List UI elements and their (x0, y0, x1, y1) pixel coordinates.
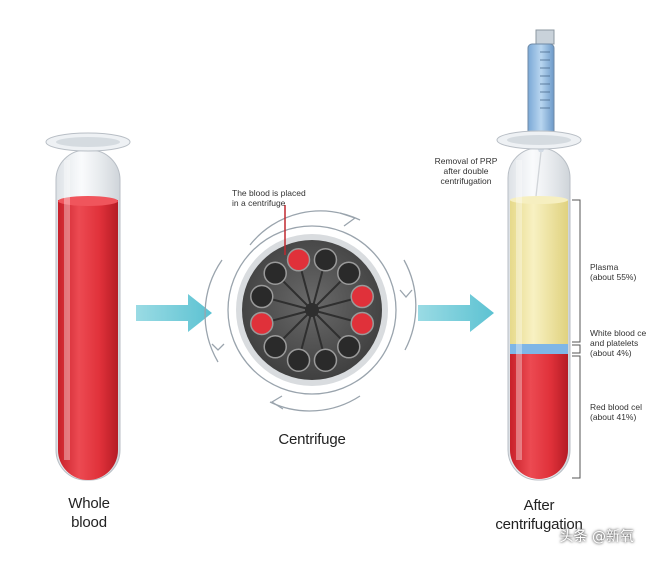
empty-tube-slot (337, 335, 361, 359)
empty-tube-slot (263, 261, 287, 285)
plasma-label: Plasma (about 55%) (590, 262, 637, 282)
whole-blood-tube-icon (45, 132, 131, 481)
empty-tube-slot (313, 348, 338, 372)
empty-tube-slot (337, 261, 361, 285)
removal-prp-note: Removal of PRP after double centrifugati… (434, 156, 498, 186)
blood-placed-note: The blood is placed in a centrifuge (232, 188, 306, 208)
centrifuge-label: Centrifuge (278, 431, 346, 448)
empty-tube-slot (286, 348, 311, 372)
centrifuge-icon (204, 210, 417, 412)
whole-blood-label: Whole blood (68, 495, 110, 531)
blood-tube-slot (350, 284, 374, 309)
blood-tube-slot (286, 248, 311, 272)
empty-tube-slot (263, 335, 287, 359)
empty-tube-slot (313, 248, 338, 272)
separated-blood-tube-icon (496, 130, 582, 481)
red-cells-label: Red blood cel (about 41%) (590, 402, 642, 422)
empty-tube-slot (250, 284, 274, 309)
arrow-right-icon (418, 294, 494, 332)
after-centrifugation-label: After centrifugation (495, 497, 583, 533)
white-cells-label: White blood ce and platelets (about 4%) (590, 328, 647, 358)
layer-brackets (572, 199, 581, 479)
blood-tube-slot (350, 311, 374, 336)
blood-tube-slot (250, 311, 274, 336)
arrow-right-icon (136, 294, 212, 332)
watermark: 头条 @新氧 (559, 529, 634, 545)
